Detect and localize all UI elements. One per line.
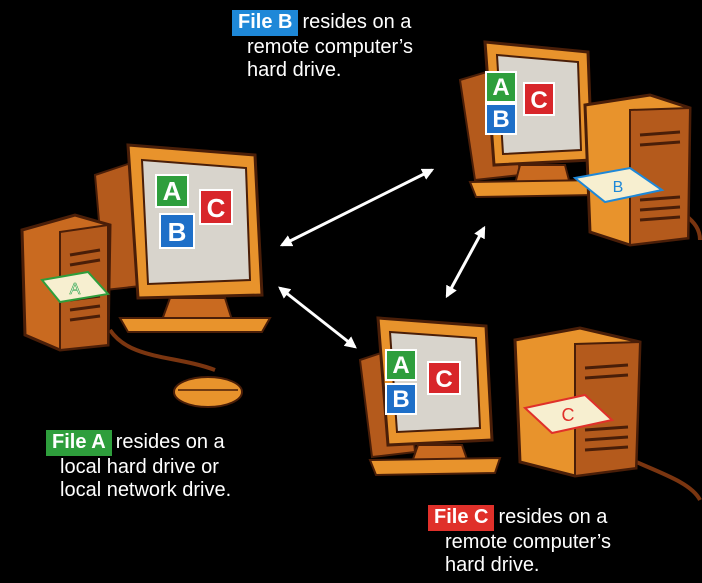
block-letter: C — [435, 366, 452, 393]
paper-letter: C — [562, 405, 575, 425]
abc-blocks: A C B — [485, 71, 555, 135]
caption-line: local network drive. — [60, 479, 232, 501]
block-letter: A — [163, 176, 182, 206]
mouse — [173, 376, 243, 408]
caption-line: resides on a — [498, 506, 608, 528]
caption-line: resides on a — [115, 431, 225, 453]
abc-blocks: A C B — [385, 349, 461, 415]
file-c-tag: File C — [428, 505, 495, 531]
file-a-tag: File A — [46, 430, 112, 456]
caption-line: hard drive. — [445, 554, 540, 576]
arrow-a-b — [279, 168, 435, 247]
arrow-b-c — [445, 225, 486, 299]
abc-blocks: A C B — [155, 174, 233, 249]
caption-line: remote computer’s — [247, 36, 413, 58]
block-letter: C — [530, 87, 547, 114]
computer-c: A C B C — [358, 316, 702, 502]
paper-letter: B — [613, 179, 624, 196]
block-letter: C — [207, 193, 226, 223]
block-letter: B — [168, 217, 187, 247]
file-c-paper: C — [522, 393, 615, 435]
file-b-tag: File B — [232, 10, 299, 36]
file-a-paper: A — [40, 270, 110, 304]
arrow-a-c — [278, 286, 357, 349]
caption-line: resides on a — [302, 11, 412, 33]
computer-a: A C B A — [20, 143, 272, 408]
paper-letter: A — [70, 281, 81, 298]
connection-arrows — [278, 168, 486, 349]
caption-line: local hard drive or — [60, 456, 219, 478]
block-letter: A — [492, 74, 509, 101]
file-b-paper: B — [572, 166, 665, 204]
block-letter: B — [392, 386, 409, 413]
caption-line: remote computer’s — [445, 531, 611, 553]
block-letter: A — [392, 352, 409, 379]
caption-line: hard drive. — [247, 59, 342, 81]
block-letter: B — [492, 106, 509, 133]
cable — [108, 328, 216, 372]
computer-b: A C B B — [458, 40, 702, 247]
